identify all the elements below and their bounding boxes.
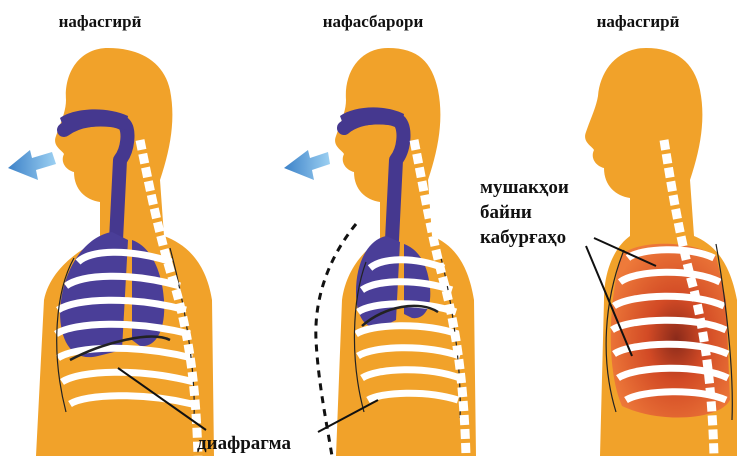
label-intercostal-line2: байни (480, 202, 532, 223)
label-diaphragm: диафрагма (197, 433, 291, 454)
title-exhale: нафасбарори (323, 12, 424, 31)
title-inhale: нафасгирӣ (59, 12, 142, 31)
label-intercostal-line1: мушакҳои (480, 177, 569, 198)
panel-inhale (8, 48, 214, 456)
exhale-arrow (284, 150, 330, 180)
title-inhale-muscles: нафасгирӣ (597, 12, 680, 31)
label-intercostal-line3: кабурғаҳо (480, 227, 566, 248)
inhale-arrow (8, 150, 56, 180)
panel-muscles (585, 48, 737, 456)
panel-exhale (284, 48, 476, 456)
